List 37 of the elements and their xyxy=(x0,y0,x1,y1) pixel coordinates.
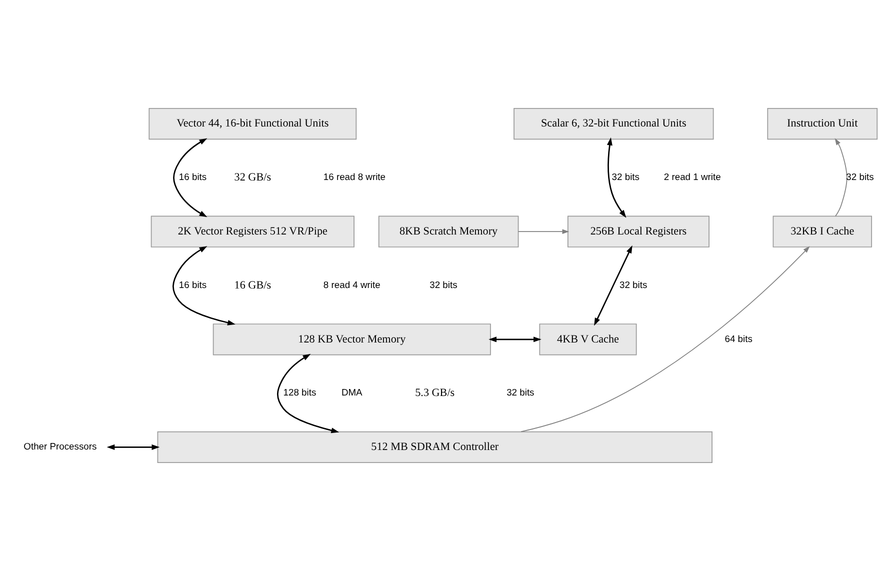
edge-label: 16 bits xyxy=(178,278,207,290)
arrow xyxy=(518,229,570,234)
label: 16 read 8 write xyxy=(323,171,386,182)
arrow xyxy=(277,354,340,434)
edge-label: 64 bits xyxy=(724,332,752,344)
node-box: 4KB V Cache xyxy=(539,324,637,356)
arrow xyxy=(106,444,160,450)
label: 5.3 GB/s xyxy=(415,387,455,400)
node-box: Scalar 6, 32-bit Functional Units xyxy=(514,108,714,140)
node-box: 128 KB Vector Memory xyxy=(212,324,491,356)
node-text: Other Processors xyxy=(24,440,97,452)
node-box: Vector 44, 16-bit Functional Units xyxy=(148,108,357,140)
arrow xyxy=(834,138,848,217)
node-box: 256B Local Registers xyxy=(567,216,710,248)
arrow xyxy=(172,246,236,326)
label: DMA xyxy=(341,386,362,398)
label: 32 bits xyxy=(430,278,458,290)
edge-label: 32 bits xyxy=(620,278,648,290)
edge-label: 16 bits xyxy=(178,171,207,182)
arrow xyxy=(520,246,810,432)
node-box: Instruction Unit xyxy=(767,108,878,140)
arrow xyxy=(606,137,626,218)
node-box: 32KB I Cache xyxy=(772,216,872,248)
node-box: 2K Vector Registers 512 VR/Pipe xyxy=(150,216,354,248)
node-box: 512 MB SDRAM Controller xyxy=(157,431,712,463)
edge-label: 32 bits xyxy=(612,171,640,182)
label: 16 GB/s xyxy=(234,279,272,292)
label: 32 GB/s xyxy=(234,172,272,184)
label: 8 read 4 write xyxy=(323,278,380,290)
label: 2 read 1 write xyxy=(664,171,721,182)
node-box: 8KB Scratch Memory xyxy=(378,216,519,248)
arrow xyxy=(488,336,542,342)
arrow xyxy=(173,138,208,218)
arrow xyxy=(594,245,632,326)
label: 32 bits xyxy=(506,386,534,398)
edge-label: 128 bits xyxy=(283,386,316,398)
edge-label: 32 bits xyxy=(846,171,874,182)
